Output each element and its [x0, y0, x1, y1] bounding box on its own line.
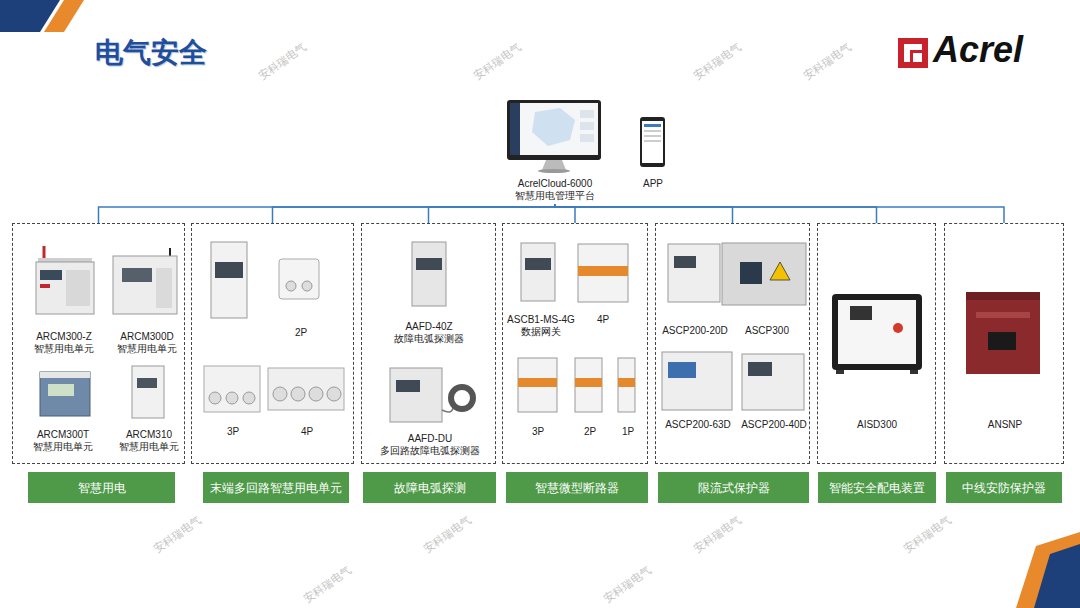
product-caption: 2P [575, 426, 605, 438]
product-group: ASCP200-20D ASCP300ASCP200-63DASCP200-40D [655, 223, 810, 464]
category-bar: 限流式保护器 [658, 472, 809, 503]
product-caption: 2P [286, 327, 316, 339]
product-caption: 3P [523, 426, 553, 438]
product-caption: AAFD-40Z 故障电弧探测器 [379, 321, 479, 345]
category-label: 故障电弧探测 [394, 481, 466, 495]
watermark: 安科瑞电气 [901, 513, 954, 555]
watermark: 安科瑞电气 [691, 40, 744, 82]
category-label: 末端多回路智慧用电单元 [210, 481, 342, 495]
product-group: AAFD-40Z 故障电弧探测器 AAFD-DU 多回路故障电弧探测器 [361, 223, 496, 464]
product-caption: ARCM300T 智慧用电单元 [27, 429, 99, 453]
product-caption: ASCP300 [737, 325, 797, 337]
category-bar: 智慧用电 [28, 472, 175, 503]
product-caption: 4P [588, 314, 618, 326]
brand-logo: Acrel [933, 30, 1023, 70]
monitor-picture [507, 100, 601, 173]
watermark: 安科瑞电气 [691, 513, 744, 555]
category-label: 中线安防保护器 [962, 481, 1046, 495]
tree-connector [429, 204, 556, 223]
watermark: 安科瑞电气 [601, 563, 654, 605]
tree-connector [99, 204, 556, 223]
watermark: 安科瑞电气 [301, 563, 354, 605]
product-caption: ASCP200-63D [660, 419, 736, 431]
platform-item: AcrelCloud-6000 智慧用电管理平台 [500, 98, 610, 204]
product-caption: 3P [218, 426, 248, 438]
product-caption: ASCP200-40D [739, 419, 809, 431]
category-bar: 智能安全配电装置 [818, 472, 936, 503]
category-bar: 故障电弧探测 [363, 472, 496, 503]
platform-caption: APP [633, 178, 673, 190]
product-caption: 4P [292, 426, 322, 438]
product-group: ASCB1-MS-4G 数据网关 4P 3P 2P 1P [502, 223, 648, 464]
category-label: 智慧用电 [78, 481, 126, 495]
product-group: AISD300 [817, 223, 936, 464]
tree-connector [555, 204, 1004, 223]
category-label: 智慧微型断路器 [535, 481, 619, 495]
product-caption: AISD300 [837, 419, 917, 431]
product-caption: ARCM300-Z 智慧用电单元 [28, 331, 100, 355]
platform-caption: AcrelCloud-6000 智慧用电管理平台 [503, 178, 607, 202]
category-label: 限流式保护器 [698, 481, 770, 495]
category-bar: 末端多回路智慧用电单元 [203, 472, 349, 503]
product-caption: ANSNP [965, 419, 1045, 431]
product-caption: AAFD-DU 多回路故障电弧探测器 [370, 433, 490, 457]
page-title: 电气安全 [95, 36, 207, 70]
product-caption: ASCP200-20D [658, 325, 732, 337]
cabinet-device [832, 294, 922, 374]
product-group: 2P 3P 4P [191, 223, 354, 464]
watermark: 安科瑞电气 [471, 40, 524, 82]
category-bar: 中线安防保护器 [946, 472, 1062, 503]
watermark: 安科瑞电气 [801, 40, 854, 82]
product-caption: ARCM300D 智慧用电单元 [111, 331, 183, 355]
product-caption: 1P [616, 426, 640, 438]
category-bar: 智慧微型断路器 [506, 472, 648, 503]
product-caption: ARCM310 智慧用电单元 [113, 429, 185, 453]
tree-connector [273, 204, 556, 223]
neutral-protector [966, 292, 1040, 374]
module-device [204, 242, 344, 412]
watermark: 安科瑞电气 [151, 513, 204, 555]
watermark: 安科瑞电气 [421, 513, 474, 555]
category-label: 智能安全配电装置 [829, 481, 925, 495]
product-group: ANSNP [944, 223, 1064, 464]
product-caption: ASCB1-MS-4G 数据网关 [505, 314, 577, 338]
platform-item: APP [632, 112, 674, 192]
logo-mark [898, 38, 928, 68]
phone-picture [640, 117, 665, 167]
product-group: ARCM300-Z 智慧用电单元 ARCM300D 智慧用电单元 ARCM300T … [12, 223, 185, 464]
watermark: 安科瑞电气 [256, 40, 309, 82]
